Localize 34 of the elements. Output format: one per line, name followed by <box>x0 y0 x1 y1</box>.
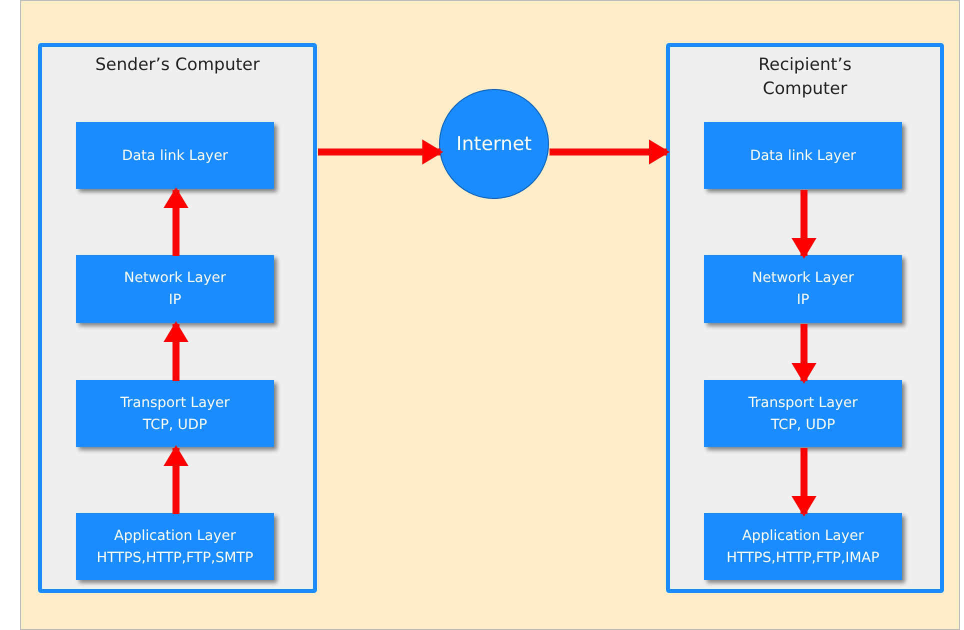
panel-title: Sender’s Computer <box>94 54 261 77</box>
layer-box <box>704 513 902 580</box>
computer-panel <box>666 43 944 593</box>
node-title: Network Layer <box>124 269 226 288</box>
arrow <box>163 321 189 381</box>
panel-title: Recipient’s Computer <box>757 54 853 101</box>
arrow <box>791 190 817 259</box>
protocol-text: IP <box>796 291 810 310</box>
arrow <box>791 324 817 384</box>
node-title: Data link Layer <box>750 146 856 166</box>
layer-box <box>76 513 274 580</box>
protocol-text: TCP, UDP <box>770 416 836 434</box>
arrow <box>163 445 189 514</box>
arrow <box>163 187 189 256</box>
protocol-text: TCP, UDP <box>142 416 208 434</box>
layer-box <box>76 255 274 323</box>
layer-box <box>76 122 274 189</box>
node-title: Transport Layer <box>120 394 230 412</box>
arrow <box>318 139 444 165</box>
computer-panel <box>38 43 317 593</box>
layer-box <box>76 380 274 447</box>
arrow <box>791 448 817 517</box>
node-title: Transport Layer <box>748 394 858 412</box>
protocol-text: HTTPS,HTTP,FTP,IMAP <box>726 548 880 568</box>
layer-box <box>704 255 902 323</box>
node-title: Application Layer <box>742 526 864 546</box>
layer-box <box>704 380 902 447</box>
protocol-text: IP <box>168 291 182 310</box>
node-title: Network Layer <box>752 269 854 288</box>
layer-box <box>704 122 902 189</box>
node-title: Application Layer <box>114 526 236 546</box>
protocol-text: HTTPS,HTTP,FTP,SMTP <box>96 548 254 568</box>
node-title: Internet <box>456 133 532 155</box>
node-title: Data link Layer <box>122 146 228 166</box>
